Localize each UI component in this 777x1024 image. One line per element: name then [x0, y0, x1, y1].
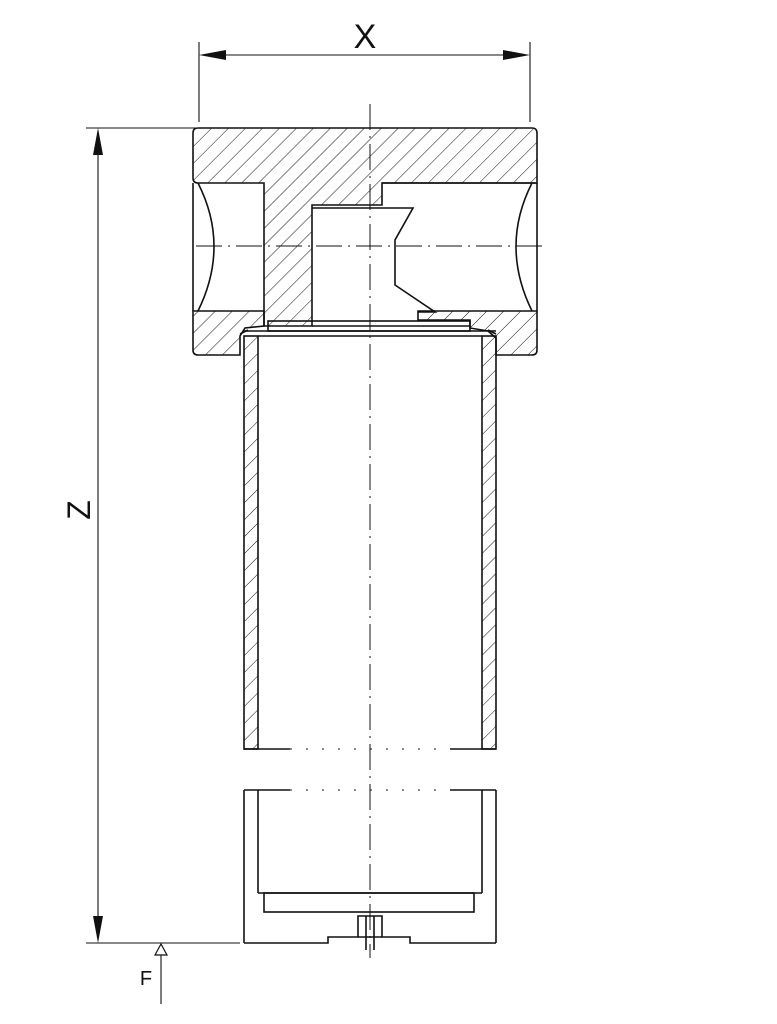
- dimension-x-label: X: [354, 18, 377, 56]
- element-end-cap: [263, 892, 475, 913]
- head-upper-section: [192, 127, 538, 327]
- flow-arrow-icon: [153, 942, 169, 956]
- seal-plate: [239, 320, 497, 335]
- bowl-left-wall: [243, 335, 259, 750]
- bowl-right-wall: [481, 335, 497, 750]
- right-port-recess: [515, 182, 533, 312]
- head-right-flange: [417, 310, 538, 356]
- dimension-x-arrow-right: [503, 50, 530, 60]
- internal-insert: [312, 207, 438, 313]
- dimension-z-arrow-bottom: [93, 916, 103, 943]
- dimension-x-arrow-left: [199, 50, 226, 60]
- dimension-x: X: [198, 18, 531, 122]
- flow-label: F: [140, 968, 152, 990]
- dimension-z-arrow-top: [93, 128, 103, 155]
- head-left-flange: [192, 310, 265, 356]
- housing-head: [192, 127, 538, 356]
- left-port-recess: [197, 182, 215, 312]
- dimension-z-label: Z: [61, 500, 97, 520]
- filter-bowl-upper: [243, 335, 497, 750]
- flow-indicator: F: [140, 942, 169, 1004]
- filter-bowl-lower: [243, 789, 497, 950]
- dimension-z: Z: [61, 127, 240, 944]
- center-lines: [196, 104, 548, 958]
